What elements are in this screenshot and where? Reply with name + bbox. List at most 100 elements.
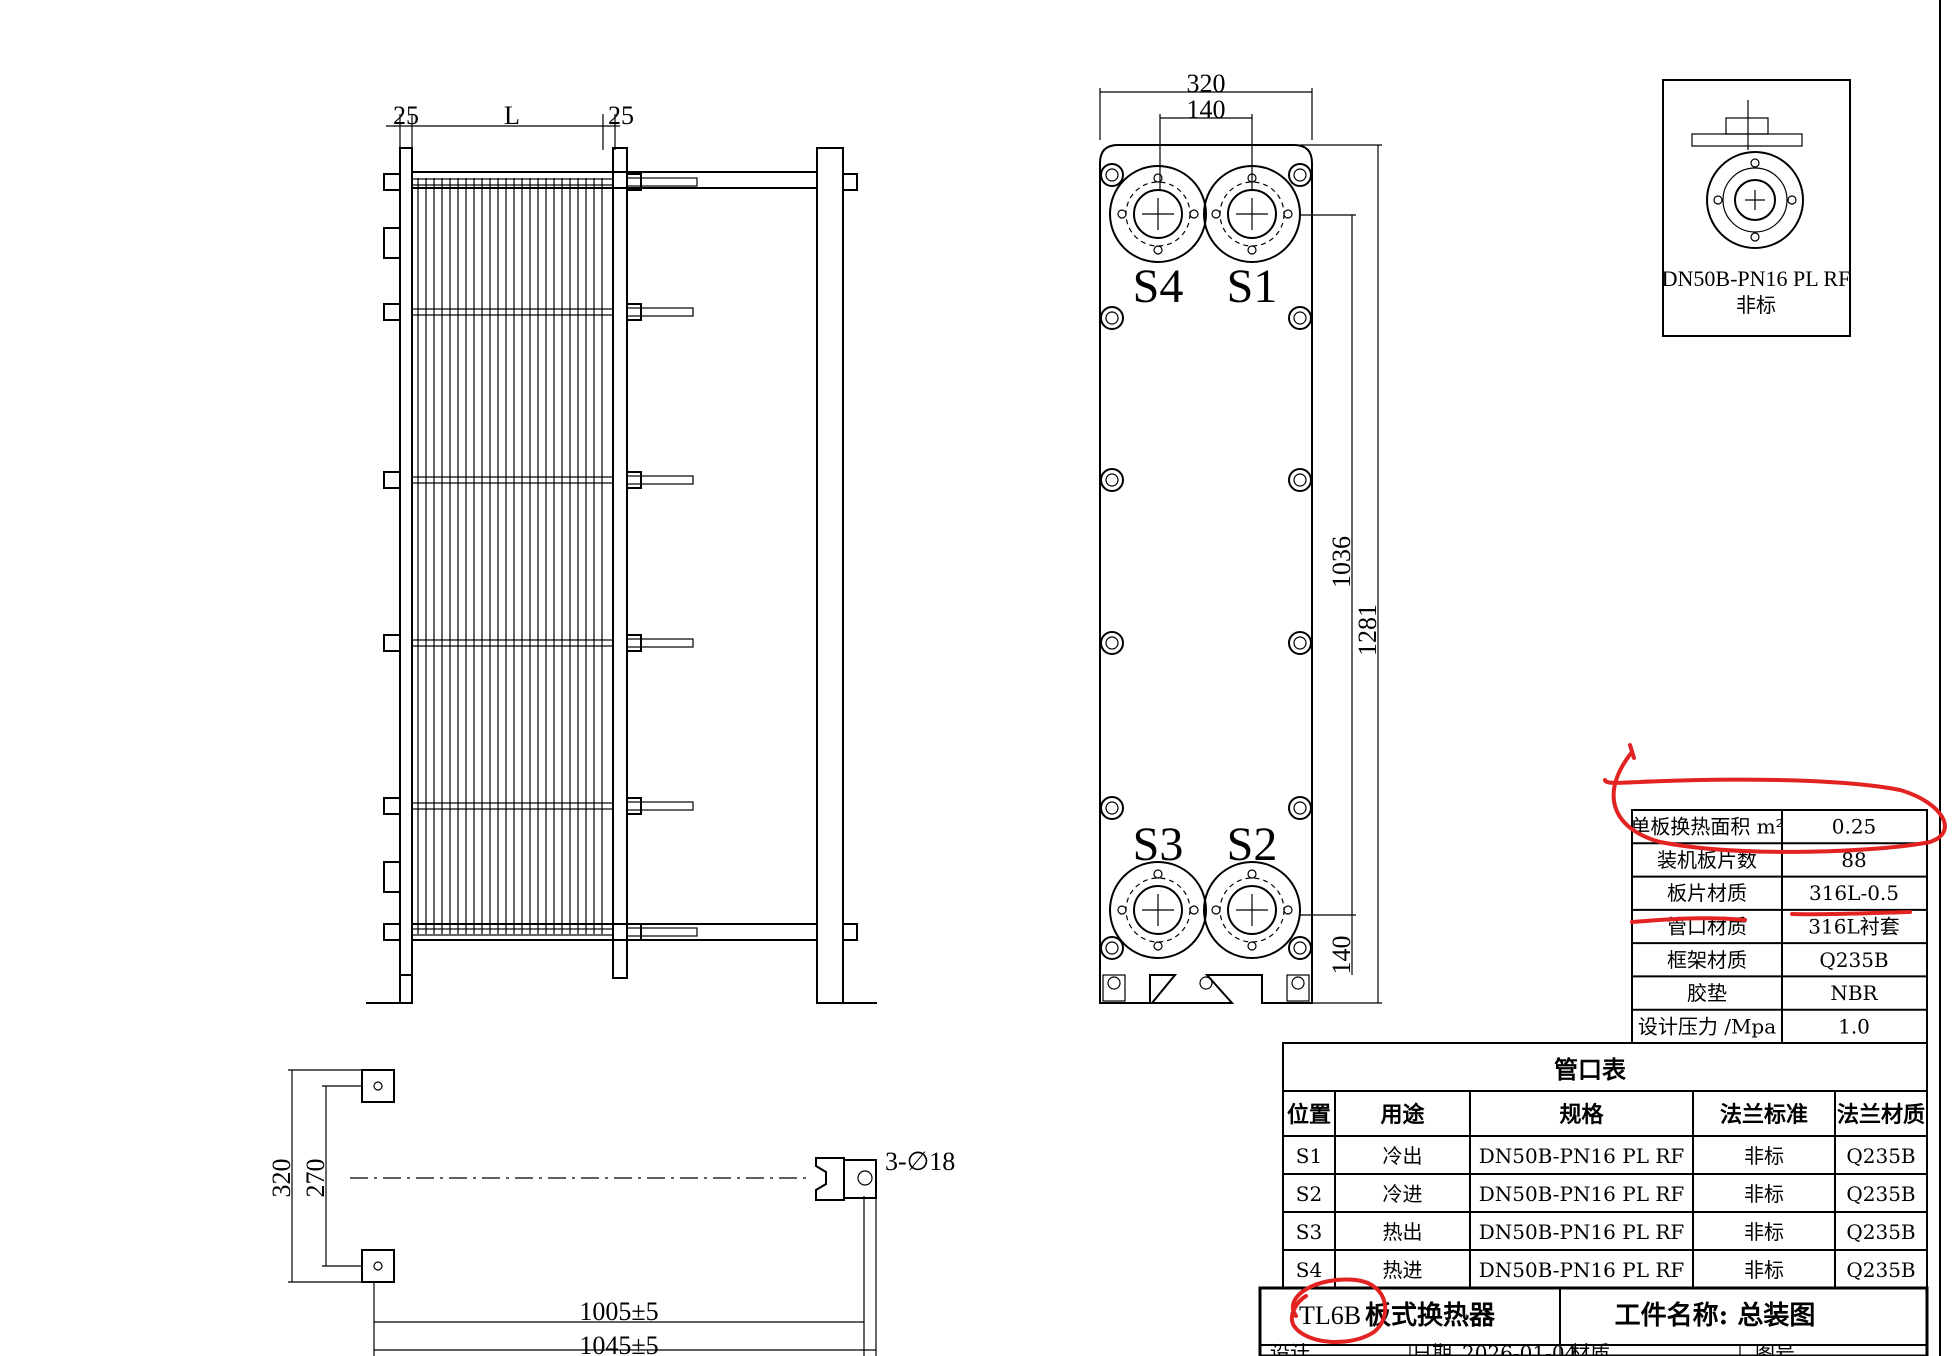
flange-detail-frame — [1662, 79, 1851, 337]
nozzle-cell: 冷进 — [1383, 1182, 1423, 1206]
flange-bolt-hole — [1153, 941, 1163, 951]
flange-bolt-hole — [1247, 245, 1257, 255]
bolt-nut — [383, 303, 401, 321]
frame-bolt-hole — [1100, 468, 1124, 492]
dim-foot-outer: 320 — [267, 1159, 296, 1198]
frame-lug-bottom — [383, 861, 401, 893]
port-label-s2: S2 — [1227, 818, 1278, 871]
support-column — [816, 147, 844, 1004]
nozzle-cell: S2 — [1296, 1182, 1322, 1206]
hole-spec: 3-∅18 — [885, 1147, 955, 1176]
bolt-nut — [626, 303, 642, 321]
bolt-nut — [842, 923, 858, 941]
flange-outer-ring — [1203, 165, 1301, 263]
flange-bolt-hole — [1247, 869, 1257, 879]
circle-annotation-area — [1603, 750, 1947, 854]
tie-bolts — [383, 173, 858, 941]
pressure-plate — [612, 147, 628, 979]
frame-lug-top — [383, 227, 401, 259]
dim-length-1005: 1005±5 — [579, 1297, 658, 1326]
frame-bolt-hole — [1100, 631, 1124, 655]
nozzle-cell: Q235B — [1846, 1220, 1915, 1244]
tie-bolt-extension — [626, 177, 698, 187]
flange-bolt-hole — [1750, 158, 1760, 168]
frame-bolt-hole — [1288, 936, 1312, 960]
frame-bolt-hole-inner — [1293, 941, 1307, 955]
frame-bolt-hole-inner — [1105, 941, 1119, 955]
flange-bolt-hole — [1153, 245, 1163, 255]
foot-hole — [373, 1261, 383, 1271]
flange-bore — [1227, 885, 1277, 935]
front-view: 320 140 1036 1281 140 S4 S1 S3 S2 — [1099, 69, 1382, 1004]
red-markup — [1289, 743, 1947, 1344]
frame-bolt-hole-inner — [1293, 636, 1307, 650]
designer-label: 设计 — [1270, 1341, 1310, 1356]
frame-bolt-hole — [1288, 631, 1312, 655]
nozzle-cell: S3 — [1296, 1220, 1322, 1244]
dim-total-height: 1281 — [1353, 604, 1382, 656]
title-block: TL6B 板式换热器 工件名称: 总装图 设计 日期 2026-01-04 材质… — [1258, 1286, 1929, 1356]
underline-plate-material — [1790, 910, 1912, 917]
nozzle-cell: DN50B-PN16 PL RF — [1479, 1182, 1685, 1206]
bolt-nut — [383, 797, 401, 815]
flange-bolt-hole — [1283, 209, 1293, 219]
foot-view: 3-∅18 320 270 1005±5 1045±5 — [267, 1069, 955, 1356]
bolt-nut — [626, 471, 642, 489]
nozzle-table-title: 管口表 — [1554, 1055, 1627, 1084]
dim-foot-inner: 270 — [301, 1159, 330, 1198]
flange-standard: 非标 — [1736, 293, 1776, 317]
bolt-nut — [383, 923, 401, 941]
nozzle-cell: DN50B-PN16 PL RF — [1479, 1220, 1685, 1244]
frame-bolt-hole — [1100, 306, 1124, 330]
flange-side-view — [1691, 133, 1803, 147]
bolt-nut — [626, 634, 642, 652]
side-view: 25 L 25 — [366, 101, 877, 1004]
circle-annotation-model — [1289, 1277, 1388, 1344]
nozzle-cell: 非标 — [1744, 1182, 1784, 1206]
nozzle-cell: S4 — [1296, 1258, 1322, 1282]
date-value: 2026-01-04 — [1462, 1341, 1577, 1356]
nozzle-cell: 冷出 — [1383, 1144, 1423, 1168]
bolt-nut — [842, 173, 858, 191]
model-code: TL6B — [1299, 1301, 1361, 1330]
material-label: 材质 — [1570, 1341, 1610, 1356]
flange-detail: DN50B-PN16 PL RF 非标 — [1662, 79, 1851, 337]
tie-bolt — [411, 308, 614, 316]
port-label-s3: S3 — [1133, 818, 1184, 871]
param-value: 0.25 — [1832, 815, 1877, 839]
tie-bolt-extension — [626, 801, 694, 811]
flange-bolt-hole — [1247, 941, 1257, 951]
foot-left — [366, 974, 413, 1004]
frame-bolt-holes — [1100, 163, 1312, 960]
frame-bolt-hole-inner — [1293, 311, 1307, 325]
dim-port-spacing: 140 — [1187, 95, 1226, 124]
frame-bolt-hole — [1288, 163, 1312, 187]
nozzle-cell: 非标 — [1744, 1258, 1784, 1282]
plate-pack — [417, 178, 603, 934]
foot-slot — [1102, 974, 1126, 1002]
dim-25-right: 25 — [608, 101, 634, 130]
port-label-s1: S1 — [1227, 260, 1278, 313]
mount-hole — [1107, 976, 1121, 990]
nozzle-cell: DN50B-PN16 PL RF — [1479, 1258, 1685, 1282]
tie-bolt — [411, 178, 614, 186]
bolt-nut — [626, 923, 642, 941]
tie-bolt — [411, 928, 614, 936]
param-label: 板片材质 — [1667, 881, 1747, 905]
flange-outer-ring — [1109, 165, 1207, 263]
tie-bolt-extension — [626, 307, 694, 317]
foot-pad-bottom — [361, 1249, 395, 1283]
tie-bolt — [411, 802, 614, 810]
foot-hole — [373, 1081, 383, 1091]
nozzle-cell: Q235B — [1846, 1258, 1915, 1282]
frame-bolt-hole — [1100, 936, 1124, 960]
frame-bolt-hole — [1100, 163, 1124, 187]
nozzle-cell: DN50B-PN16 PL RF — [1479, 1144, 1685, 1168]
flange-outer-ring — [1203, 861, 1301, 959]
dim-length-1045: 1045±5 — [579, 1331, 658, 1356]
dim-width: 320 — [1187, 69, 1226, 98]
annotation-tick — [1628, 743, 1636, 760]
